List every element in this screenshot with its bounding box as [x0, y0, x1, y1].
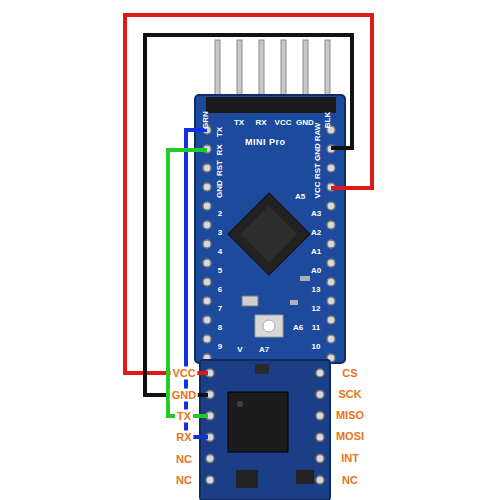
silkscreen-label: A0 — [311, 267, 321, 275]
vcc-wire — [125, 15, 372, 373]
silkscreen-label: 2 — [218, 210, 222, 218]
pin-hole — [203, 183, 211, 191]
silkscreen-label: TX — [234, 119, 244, 127]
silkscreen-label: RAW — [314, 123, 322, 142]
silkscreen-label: 10 — [312, 343, 321, 351]
pin-hole — [327, 278, 335, 286]
silkscreen-label: GND — [296, 119, 314, 127]
pin-hole — [203, 202, 211, 210]
pin-name: NC — [174, 453, 194, 466]
silkscreen-label: 11 — [312, 324, 320, 332]
silkscreen-label: GND — [216, 180, 224, 198]
pin-hole — [327, 202, 335, 210]
silkscreen-label: A3 — [311, 210, 321, 218]
silkscreen-label: 9 — [218, 343, 222, 351]
pin-name: CS — [340, 367, 359, 380]
silkscreen-label: 5 — [218, 267, 222, 275]
tx-wire — [168, 150, 208, 416]
pin-hole — [206, 455, 214, 463]
header-pins — [215, 40, 330, 98]
silkscreen-label: 6 — [218, 286, 222, 294]
pin-hole — [327, 259, 335, 267]
silkscreen-label: A1 — [311, 248, 321, 256]
silkscreen-label: 8 — [218, 324, 222, 332]
pin-name: NC — [174, 474, 194, 487]
pin-hole — [203, 240, 211, 248]
pin-hole — [203, 335, 211, 343]
silkscreen-label: V — [237, 346, 242, 354]
board-name: MINI Pro — [245, 137, 286, 147]
silkscreen-label: 3 — [218, 229, 222, 237]
silkscreen-label: VCC — [275, 119, 292, 127]
pin-hole — [316, 433, 324, 441]
pin-name: GND — [170, 389, 198, 402]
pin-hole — [203, 164, 211, 172]
pin-hole — [316, 390, 324, 398]
silkscreen-label: VCC — [314, 182, 322, 199]
pin-name: NC — [340, 474, 360, 487]
pin-hole — [316, 455, 324, 463]
pin-hole — [327, 335, 335, 343]
pin-name: MOSI — [334, 430, 366, 443]
pin-hole — [203, 316, 211, 324]
pin-hole — [203, 259, 211, 267]
sensor-board — [200, 360, 330, 500]
silkscreen-label: 4 — [218, 248, 222, 256]
silkscreen-label: 7 — [218, 305, 222, 313]
pin-hole — [316, 412, 324, 420]
pin-name: SCK — [336, 388, 363, 401]
silkscreen-label: RST — [216, 160, 224, 176]
silkscreen-label: A5 — [295, 193, 305, 201]
pin-hole — [203, 297, 211, 305]
pin-name: TX — [175, 410, 193, 423]
pin-hole — [316, 369, 324, 377]
silkscreen-label: RST — [314, 163, 322, 179]
silkscreen-label: GND — [314, 143, 322, 161]
pin-name: MISO — [334, 409, 366, 422]
silkscreen-label: A6 — [293, 324, 303, 332]
silkscreen-label: RX — [216, 144, 224, 155]
wires — [125, 15, 372, 437]
silkscreen-label: A7 — [259, 346, 269, 354]
pin-hole — [203, 278, 211, 286]
pin-name: RX — [174, 431, 193, 444]
silkscreen-label: A2 — [311, 229, 321, 237]
pin-hole — [203, 221, 211, 229]
silkscreen-label: RX — [255, 119, 266, 127]
pin-hole — [327, 316, 335, 324]
pin-hole — [327, 297, 335, 305]
gnd-wire — [145, 35, 352, 395]
silkscreen-label: GRN — [202, 111, 210, 129]
pin-hole — [206, 476, 214, 484]
pin-hole — [327, 164, 335, 172]
arduino-board — [195, 95, 345, 363]
silkscreen-label: BLK — [324, 112, 332, 128]
pin-hole — [327, 240, 335, 248]
pin-name: VCC — [170, 367, 197, 380]
pin-hole — [327, 221, 335, 229]
pin-hole — [316, 476, 324, 484]
pin-name: INT — [339, 452, 361, 465]
silkscreen-label: TX — [216, 127, 224, 137]
silkscreen-label: 12 — [312, 305, 321, 313]
silkscreen-label: 13 — [312, 286, 321, 294]
